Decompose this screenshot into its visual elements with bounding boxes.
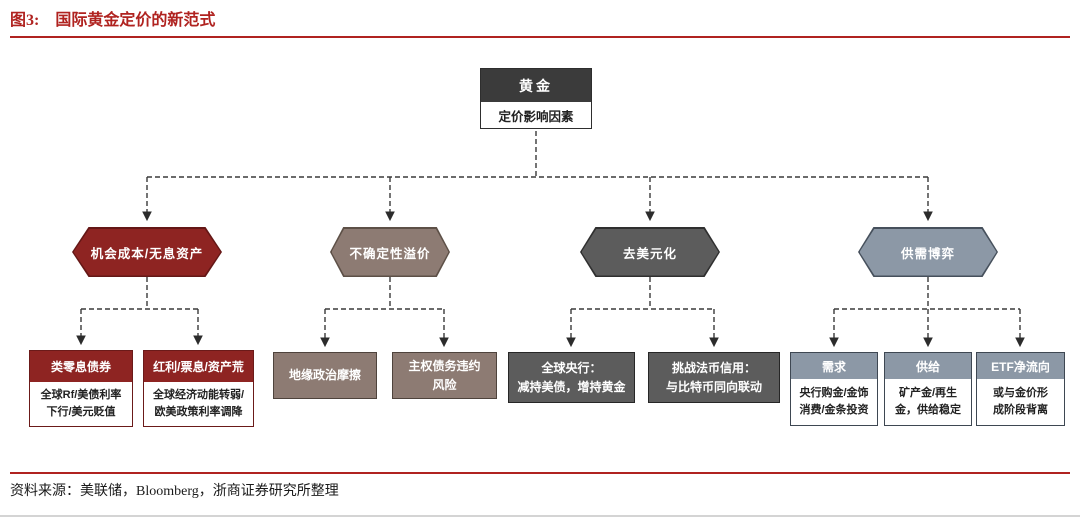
body-line: 风险 — [432, 377, 457, 392]
body-line: 减持美债，增持黄金 — [517, 379, 626, 394]
node-sovereign-debt-default-risk: 主权债务违约 风险 — [392, 352, 497, 399]
body-line: 消费/金条投资 — [799, 404, 869, 416]
hexagon-de-dollarization: 去美元化 — [580, 227, 720, 277]
source-divider — [10, 472, 1070, 474]
body-line: 挑战法币信用： — [671, 360, 756, 375]
body-line: 与比特币同向联动 — [665, 379, 762, 394]
node-body: 全球经济动能转弱/ 欧美政策利率调降 — [144, 382, 253, 426]
body-line: 央行购金/金饰 — [799, 386, 869, 399]
hexagon-label: 机会成本/无息资产 — [73, 228, 221, 276]
node-body: 或与金价形 成阶段背离 — [977, 379, 1064, 425]
body-line: 主权债务违约 — [408, 358, 481, 373]
body-line: 全球央行： — [541, 360, 602, 375]
hexagon-label: 供需博弈 — [859, 228, 997, 276]
root-subtitle: 定价影响因素 — [498, 109, 574, 124]
node-demand: 需求 央行购金/金饰 消费/金条投资 — [790, 352, 878, 426]
body-line: 金，供给稳定 — [895, 404, 961, 416]
node-dividend-coupon-asset-shortage: 红利/票息/资产荒 全球经济动能转弱/ 欧美政策利率调降 — [143, 350, 254, 427]
node-geopolitical-friction: 地缘政治摩擦 — [273, 352, 377, 399]
source-note: 资料来源：美联储，Bloomberg，浙商证券研究所整理 — [10, 484, 339, 499]
body-line: 全球Rf/美债利率 — [40, 388, 122, 401]
body-line: 欧美政策利率调降 — [154, 406, 243, 418]
node-body: 央行购金/金饰 消费/金条投资 — [791, 379, 877, 425]
body-line: 矿产金/再生 — [898, 386, 958, 399]
body-line: 全球经济动能转弱/ — [152, 388, 245, 401]
node-title: 类零息债券 — [30, 351, 132, 382]
figure-title: 国际黄金定价的新范式 — [55, 12, 216, 29]
hexagon-opportunity-cost: 机会成本/无息资产 — [72, 227, 222, 277]
root-title: 黄金 — [481, 69, 591, 102]
hexagon-label: 去美元化 — [581, 228, 719, 276]
figure-header: 图3: 国际黄金定价的新范式 — [10, 6, 215, 30]
page-bottom-rule — [0, 515, 1080, 517]
title-underline — [10, 36, 1070, 38]
node-body: 全球Rf/美债利率 下行/美元贬值 — [30, 382, 132, 426]
node-supply: 供给 矿产金/再生 金，供给稳定 — [884, 352, 972, 426]
node-global-central-banks: 全球央行： 减持美债，增持黄金 — [508, 352, 635, 403]
node-challenge-fiat-credit: 挑战法币信用： 与比特币同向联动 — [648, 352, 780, 403]
body-line: 或与金价形 — [993, 386, 1048, 399]
node-body: 矿产金/再生 金，供给稳定 — [885, 379, 971, 425]
body-line: 下行/美元贬值 — [46, 406, 116, 418]
node-etf-net-flow: ETF净流向 或与金价形 成阶段背离 — [976, 352, 1065, 426]
hexagon-label: 不确定性溢价 — [331, 228, 449, 276]
root-node: 黄金 定价影响因素 — [480, 68, 592, 129]
figure-label: 图3: — [10, 12, 40, 29]
body-line: 地缘政治摩擦 — [288, 368, 361, 383]
node-title: 需求 — [791, 353, 877, 379]
node-title: 红利/票息/资产荒 — [144, 351, 253, 382]
hexagon-uncertainty-premium: 不确定性溢价 — [330, 227, 450, 277]
body-line: 成阶段背离 — [993, 404, 1048, 416]
node-title: ETF净流向 — [977, 353, 1064, 379]
hexagon-supply-demand-game: 供需博弈 — [858, 227, 998, 277]
node-quasi-zero-coupon-bond: 类零息债券 全球Rf/美债利率 下行/美元贬值 — [29, 350, 133, 427]
node-title: 供给 — [885, 353, 971, 379]
